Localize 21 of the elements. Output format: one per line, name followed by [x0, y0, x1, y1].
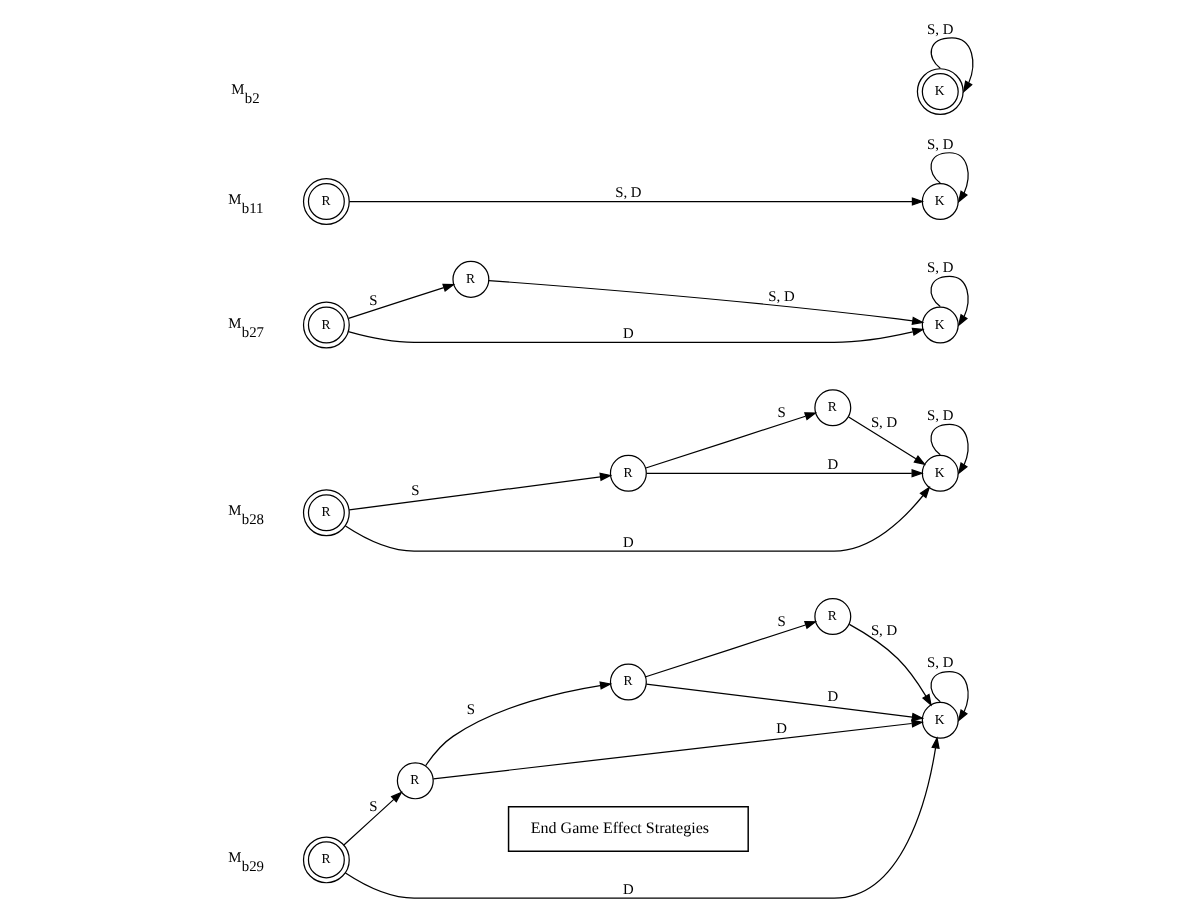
arrow — [431, 719, 923, 780]
arrow — [847, 623, 931, 707]
arrow — [847, 416, 926, 466]
arrow — [343, 736, 939, 899]
arrow — [347, 472, 612, 511]
arrow — [644, 683, 924, 722]
arrow — [929, 670, 968, 722]
arrow — [929, 275, 968, 327]
arrow — [342, 791, 402, 846]
arrow — [487, 279, 924, 326]
arrow — [346, 327, 924, 343]
arrow — [347, 197, 924, 206]
arrow — [929, 152, 968, 204]
arrow — [343, 486, 930, 552]
arrow — [346, 283, 455, 319]
arrow — [424, 681, 612, 767]
arrow — [929, 423, 968, 475]
arrow — [929, 37, 973, 94]
arrow — [644, 620, 817, 678]
arrow — [644, 412, 817, 469]
arrow — [645, 468, 923, 478]
